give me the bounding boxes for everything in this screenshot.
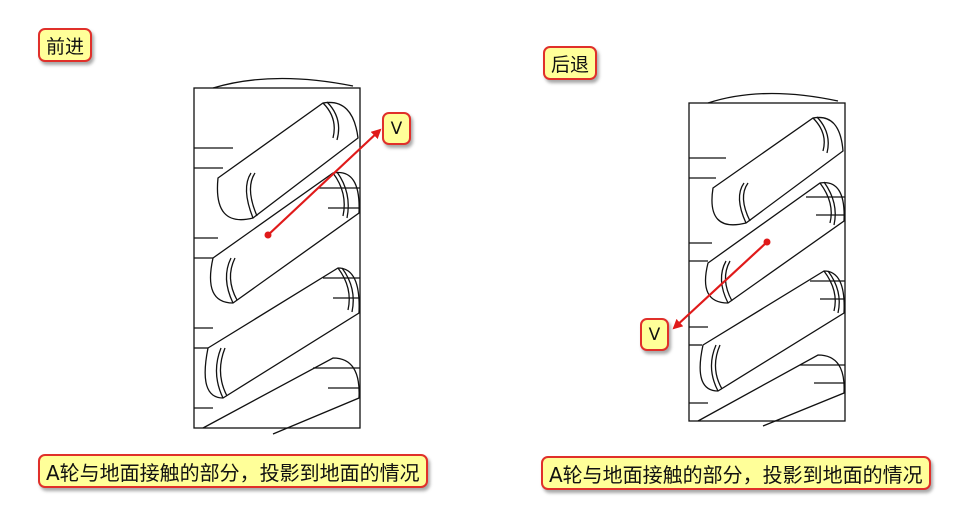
mecanum-wheel-left-drawing: [193, 77, 361, 435]
backward-title-label: 后退: [543, 46, 598, 80]
backward-caption: A轮与地面接触的部分，投影到地面的情况: [541, 456, 931, 490]
mecanum-wheel-right-drawing: [688, 92, 846, 427]
velocity-label-forward: V: [382, 112, 411, 145]
velocity-label-backward: V: [640, 318, 669, 351]
forward-title-label: 前进: [38, 28, 93, 62]
forward-caption: A轮与地面接触的部分，投影到地面的情况: [38, 454, 428, 488]
